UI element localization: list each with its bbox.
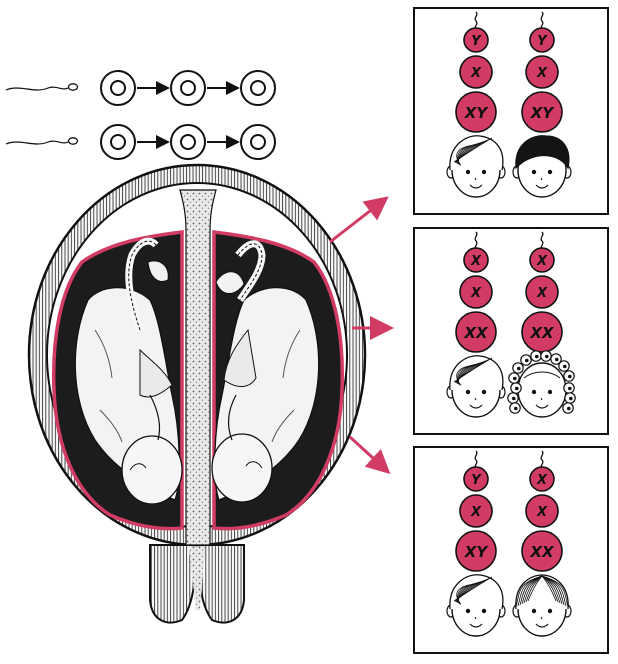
chromosome-label: X bbox=[536, 254, 548, 269]
chromosome-label: XY bbox=[464, 543, 490, 561]
fetus-left bbox=[74, 237, 183, 505]
chromosome-column: Y X XY bbox=[455, 450, 497, 572]
chromosome-column: Y X XY bbox=[521, 11, 563, 133]
arrow-to-mixed bbox=[348, 435, 391, 475]
chromosome-label: Y bbox=[471, 473, 482, 488]
chromosome-label: Y bbox=[471, 34, 482, 49]
fertilization-row bbox=[5, 124, 276, 160]
zygote-cell-icon bbox=[240, 124, 276, 160]
sperm-icon bbox=[5, 137, 79, 145]
fertilization-sequence bbox=[5, 70, 276, 160]
chromosome-label: XY bbox=[464, 104, 490, 122]
chromosome-x: X bbox=[525, 55, 559, 89]
zygote-cell-icon bbox=[100, 70, 136, 106]
chromosome-xy: XY bbox=[455, 91, 497, 133]
chromosome-label: XX bbox=[529, 324, 555, 342]
chromosome-label: X bbox=[536, 286, 548, 301]
chromosome-label: X bbox=[470, 286, 482, 301]
chromosome-label: Y bbox=[537, 34, 548, 49]
chromosome-label: XX bbox=[529, 543, 555, 561]
placental-septum bbox=[179, 189, 217, 546]
chromosome-xy: XY bbox=[521, 91, 563, 133]
chromosome-label: X bbox=[470, 254, 482, 269]
arrow-to-boys bbox=[329, 196, 389, 244]
chromosome-label: X bbox=[536, 66, 548, 81]
chromosome-xy: XY bbox=[455, 530, 497, 572]
outcome-panel-boys: Y X XY Y X XY bbox=[413, 7, 609, 215]
child-face-icon bbox=[507, 350, 576, 418]
child-face-icon bbox=[446, 135, 506, 198]
chromosome-xx: XX bbox=[521, 530, 563, 572]
chromosome-label: X bbox=[536, 505, 548, 520]
chromosome-xx: XX bbox=[455, 311, 497, 353]
child-face-icon bbox=[446, 355, 506, 418]
fetus-right bbox=[211, 240, 320, 503]
child-face-icon bbox=[512, 135, 572, 198]
cervix bbox=[149, 544, 198, 624]
chromosome-y: Y bbox=[529, 27, 555, 53]
chromosome-x: X bbox=[525, 275, 559, 309]
chromosome-x: X bbox=[529, 247, 555, 273]
zygote-cell-icon bbox=[240, 70, 276, 106]
chromosome-xx: XX bbox=[521, 311, 563, 353]
zygote-cell-icon bbox=[100, 124, 136, 160]
child-face-icon bbox=[512, 574, 572, 637]
chromosome-y: Y bbox=[463, 27, 489, 53]
chromosome-label: X bbox=[470, 505, 482, 520]
chromosome-label: X bbox=[536, 473, 548, 488]
chromosome-x: X bbox=[459, 275, 493, 309]
fertilization-row bbox=[5, 70, 276, 106]
chromosome-x: X bbox=[525, 494, 559, 528]
zygote-cell-icon bbox=[170, 70, 206, 106]
chromosome-label: X bbox=[470, 66, 482, 81]
chromosome-column: Y X XY bbox=[455, 11, 497, 133]
chromosome-x: X bbox=[459, 55, 493, 89]
chromosome-label: XY bbox=[530, 104, 556, 122]
chromosome-y: Y bbox=[463, 466, 489, 492]
chromosome-label: XX bbox=[463, 324, 489, 342]
chromosome-x: X bbox=[529, 466, 555, 492]
child-face-icon bbox=[446, 574, 506, 637]
sperm-icon bbox=[5, 83, 79, 91]
uterus-illustration bbox=[27, 163, 367, 624]
chromosome-x: X bbox=[459, 494, 493, 528]
chromosome-x: X bbox=[463, 247, 489, 273]
zygote-cell-icon bbox=[170, 124, 206, 160]
